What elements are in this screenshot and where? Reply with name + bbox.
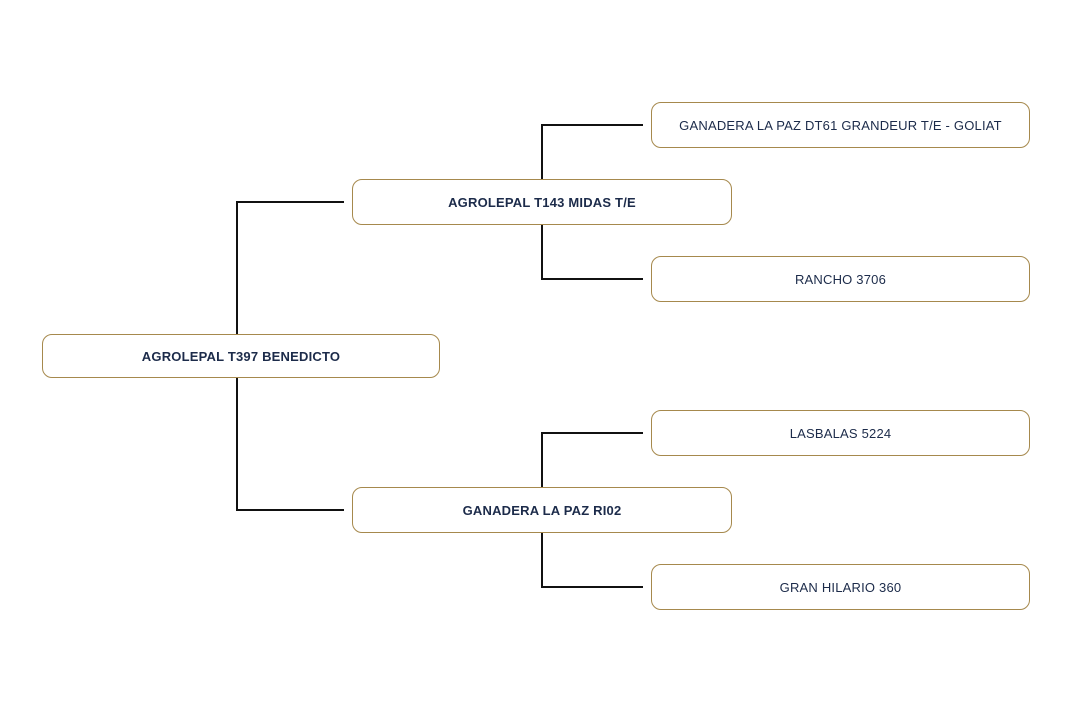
pedigree-node-parent-bottom[interactable]: GANADERA LA PAZ RI02 bbox=[352, 487, 732, 533]
pedigree-node-parent-top[interactable]: AGROLEPAL T143 MIDAS T/E bbox=[352, 179, 732, 225]
node-label: GANADERA LA PAZ RI02 bbox=[462, 502, 622, 518]
connector-parent-bottom-to-grandparent-3 bbox=[541, 432, 643, 487]
node-label: LASBALAS 5224 bbox=[789, 425, 892, 441]
pedigree-node-grandparent-top-2[interactable]: RANCHO 3706 bbox=[651, 256, 1030, 302]
connector-parent-bottom-to-grandparent-4 bbox=[541, 533, 643, 588]
connector-subject-to-parent-top bbox=[236, 201, 344, 334]
pedigree-node-grandparent-bottom-1[interactable]: LASBALAS 5224 bbox=[651, 410, 1030, 456]
node-label: AGROLEPAL T143 MIDAS T/E bbox=[448, 194, 636, 210]
node-label: RANCHO 3706 bbox=[794, 271, 887, 287]
pedigree-node-subject[interactable]: AGROLEPAL T397 BENEDICTO bbox=[42, 334, 440, 378]
connector-parent-top-to-grandparent-2 bbox=[541, 225, 643, 280]
node-label: AGROLEPAL T397 BENEDICTO bbox=[141, 348, 341, 364]
pedigree-node-grandparent-top-1[interactable]: GANADERA LA PAZ DT61 GRANDEUR T/E - GOLI… bbox=[651, 102, 1030, 148]
connector-parent-top-to-grandparent-1 bbox=[541, 124, 643, 179]
connector-subject-to-parent-bottom bbox=[236, 378, 344, 511]
node-label: GANADERA LA PAZ DT61 GRANDEUR T/E - GOLI… bbox=[679, 117, 1002, 133]
pedigree-node-grandparent-bottom-2[interactable]: GRAN HILARIO 360 bbox=[651, 564, 1030, 610]
node-label: GRAN HILARIO 360 bbox=[779, 579, 902, 595]
